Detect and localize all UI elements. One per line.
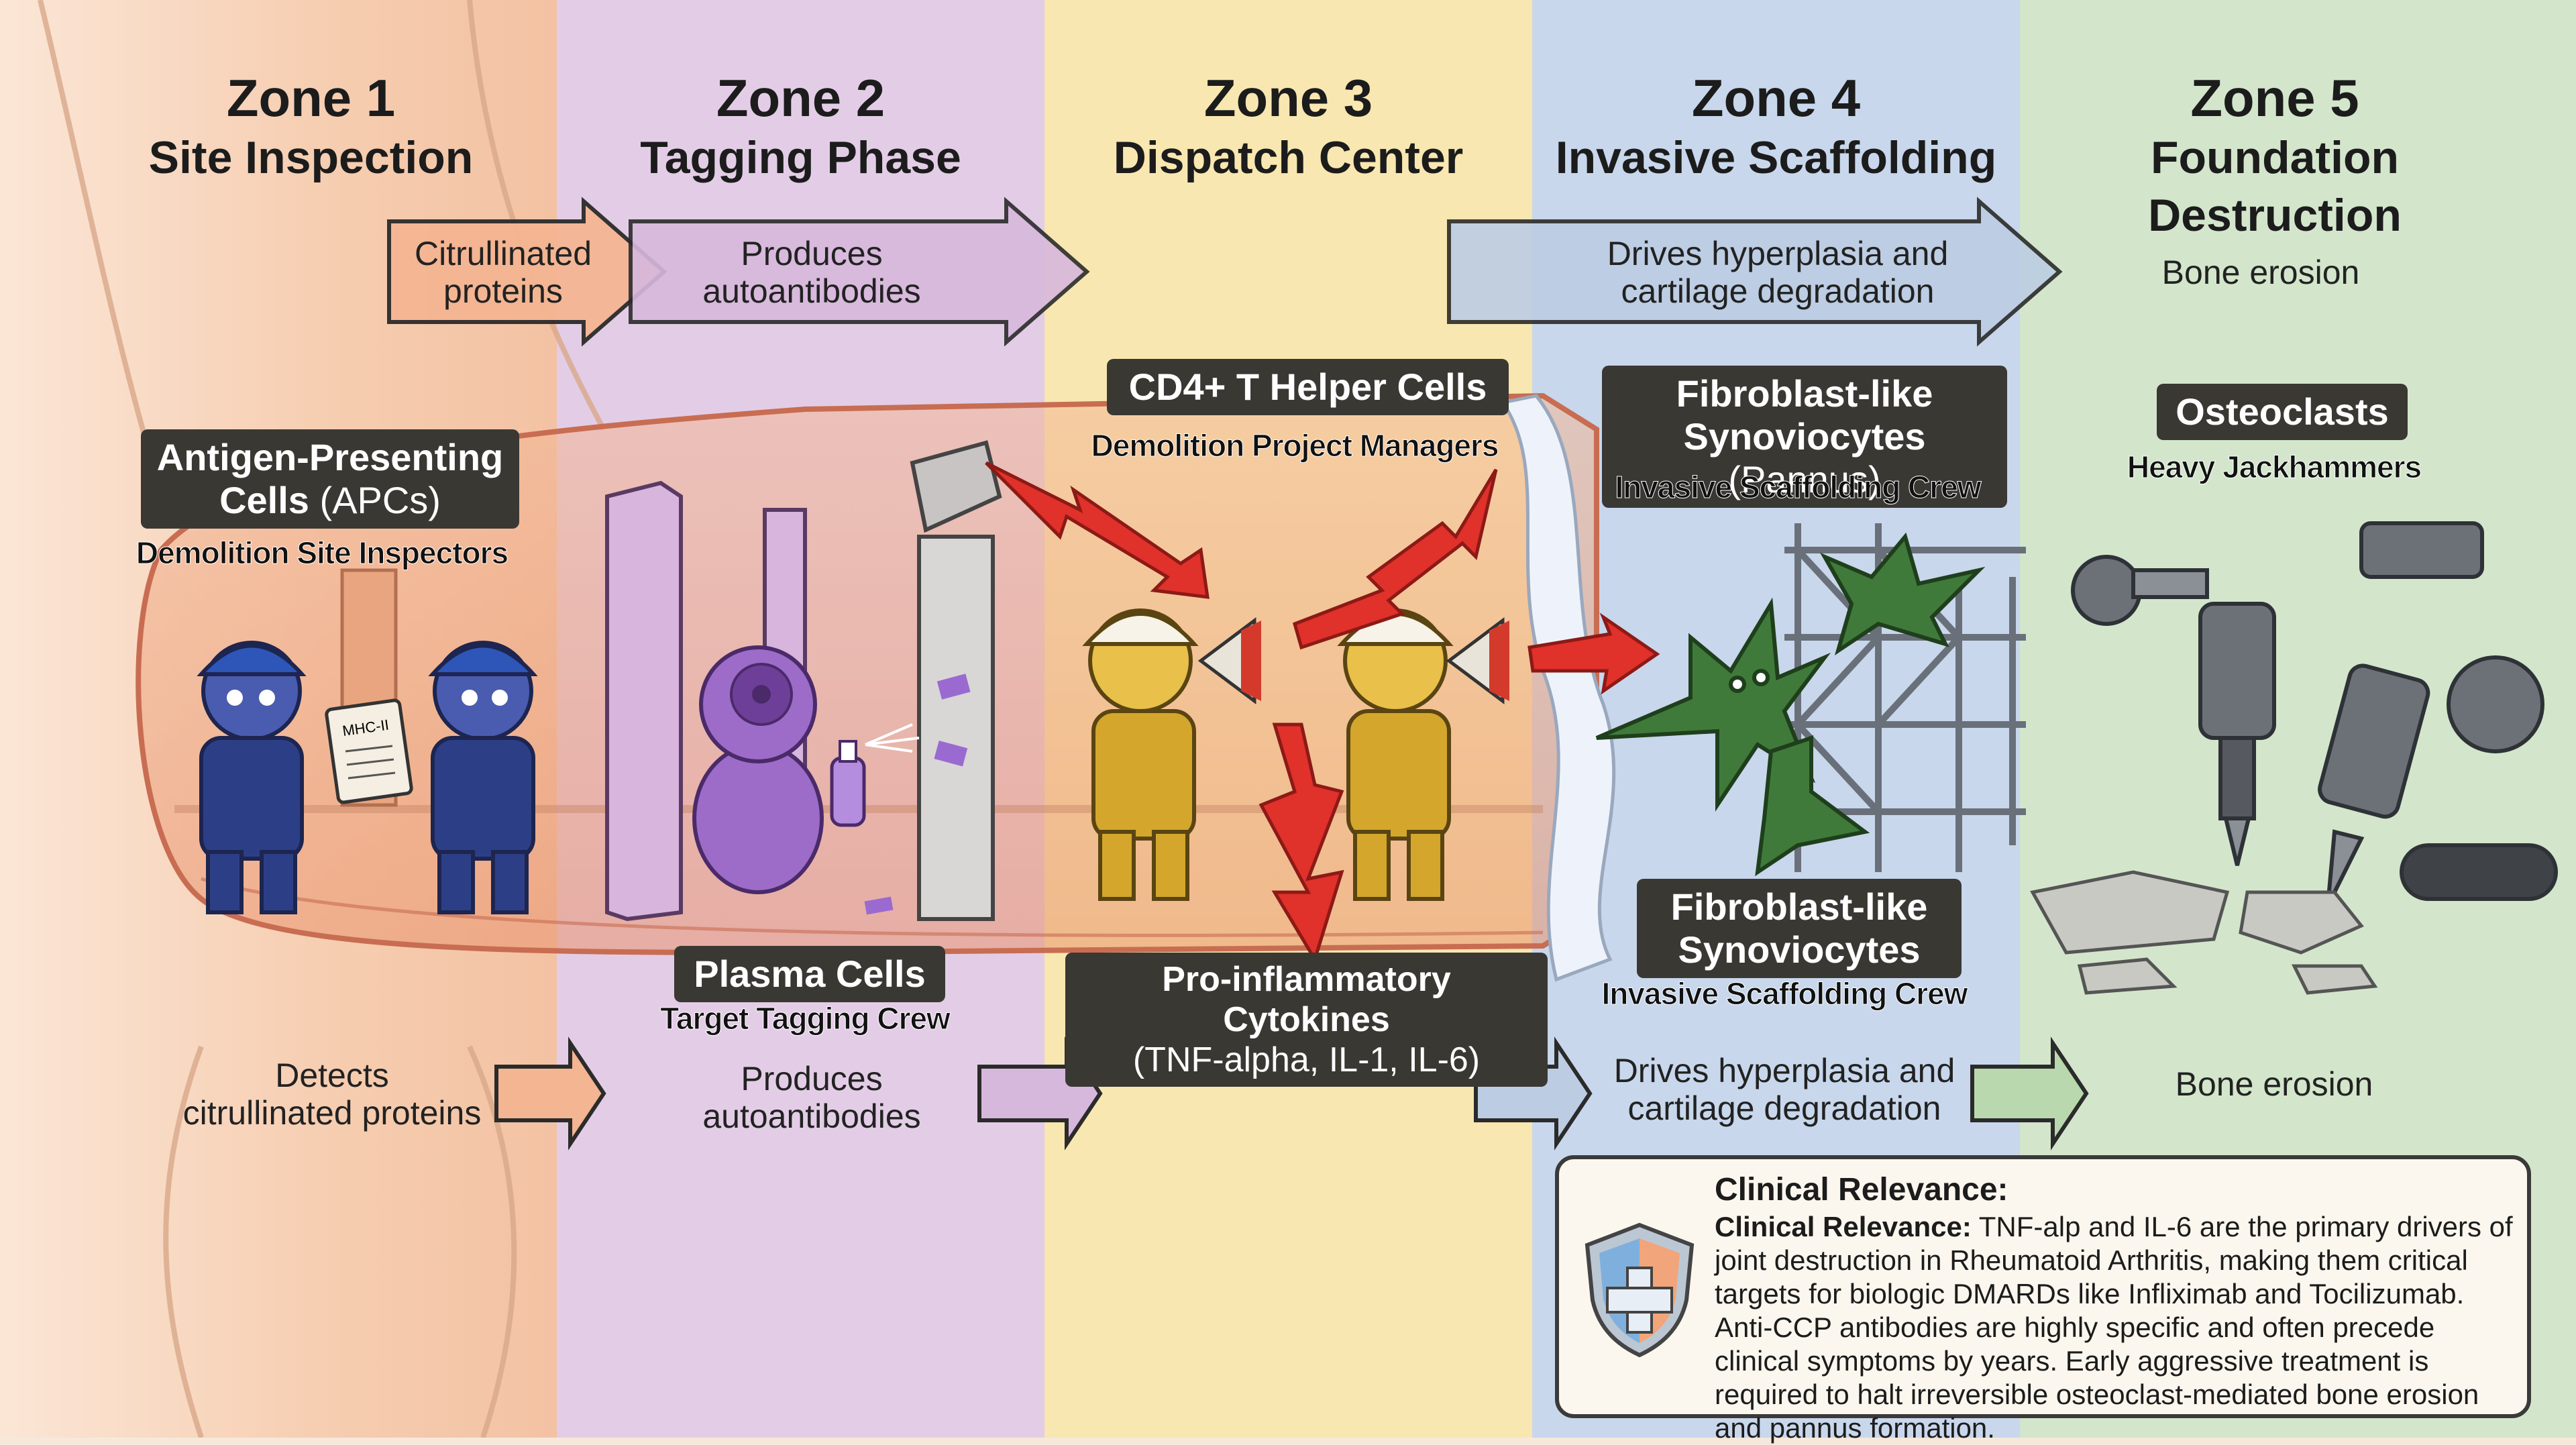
apc-inspector-left <box>197 641 307 914</box>
zone-5-number: Zone 5 <box>2190 68 2359 127</box>
zone-2-header: Zone 2 Tagging Phase <box>557 67 1044 186</box>
cd4-label: CD4+ T Helper Cells <box>1107 359 1509 415</box>
apc-label: Antigen-Presenting Cells (APCs) <box>141 429 519 529</box>
osteoclasts-sublabel: Heavy Jackhammers <box>2127 449 2422 485</box>
pillar-left <box>605 480 683 922</box>
zone-3-number: Zone 3 <box>1203 68 1373 127</box>
cartilage-wall <box>1499 394 1616 982</box>
fls-sublabel: Invasive Scaffolding Crew <box>1601 976 1968 1012</box>
plasma-cells-sublabel: Target Tagging Crew <box>660 1001 951 1036</box>
zone-1-number: Zone 1 <box>226 68 396 127</box>
fls-pannus-sublabel: Invasive Scaffolding Crew <box>1615 470 1982 505</box>
zone-5-header: Zone 5 Foundation Destruction <box>2020 67 2530 244</box>
apc-inspector-right <box>428 641 538 914</box>
zone-2-number: Zone 2 <box>716 68 885 127</box>
tagged-pillar <box>910 440 1002 921</box>
zone-4-header: Zone 4 Invasive Scaffolding <box>1532 67 2020 186</box>
mhc-clipboard: MHC-II <box>325 698 413 804</box>
fls-pannus-label: Fibroblast-like Synoviocytes (Pannus) <box>1602 366 2007 508</box>
t-helper-worker-right <box>1337 608 1509 901</box>
apc-sublabel: Demolition Site Inspectors <box>136 535 508 571</box>
clinical-relevance-body: Clinical Relevance: TNF-alp and IL-6 are… <box>1715 1211 2513 1444</box>
zone-3-header: Zone 3 Dispatch Center <box>1044 67 1532 186</box>
clinical-relevance-heading: Clinical Relevance: <box>1715 1172 2008 1208</box>
osteoclasts-label: Osteoclasts <box>2157 384 2408 440</box>
zone-4-number: Zone 4 <box>1691 68 1861 127</box>
plasma-cells-label: Plasma Cells <box>674 946 945 1002</box>
bottom-flow-text-z5: Bone erosion <box>2175 1065 2373 1103</box>
top-flow-text-z5: Bone erosion <box>2161 254 2360 291</box>
zone-2-title: Tagging Phase <box>640 132 961 183</box>
bone-fragments <box>2030 870 2378 995</box>
fibroblast-cells <box>1595 532 1986 877</box>
plasma-cell <box>692 645 920 915</box>
clinical-relevance-box: Clinical Relevance: Clinical Relevance: … <box>1555 1155 2531 1444</box>
cd4-sublabel: Demolition Project Managers <box>1091 428 1499 464</box>
zone-4-title: Invasive Scaffolding <box>1555 132 1997 183</box>
zone-5-title: Foundation Destruction <box>2148 132 2402 241</box>
osteoclast-jackhammers <box>2071 521 2558 907</box>
zone-3-title: Dispatch Center <box>1113 132 1464 183</box>
cytokines-label: Pro-inflammatory Cytokines (TNF-alpha, I… <box>1065 953 1548 1087</box>
shield-medical-icon <box>1585 1222 1695 1358</box>
knee-joint-outline <box>38 0 606 1438</box>
t-helper-worker-left <box>1082 608 1261 901</box>
cytokine-signal-arrows <box>985 461 1660 964</box>
top-flow-arrows <box>387 197 2063 347</box>
zone-1-header: Zone 1 Site Inspection <box>67 67 555 186</box>
zone-1-title: Site Inspection <box>148 132 474 183</box>
fls-label: Fibroblast-like Synoviocytes <box>1637 879 1962 978</box>
